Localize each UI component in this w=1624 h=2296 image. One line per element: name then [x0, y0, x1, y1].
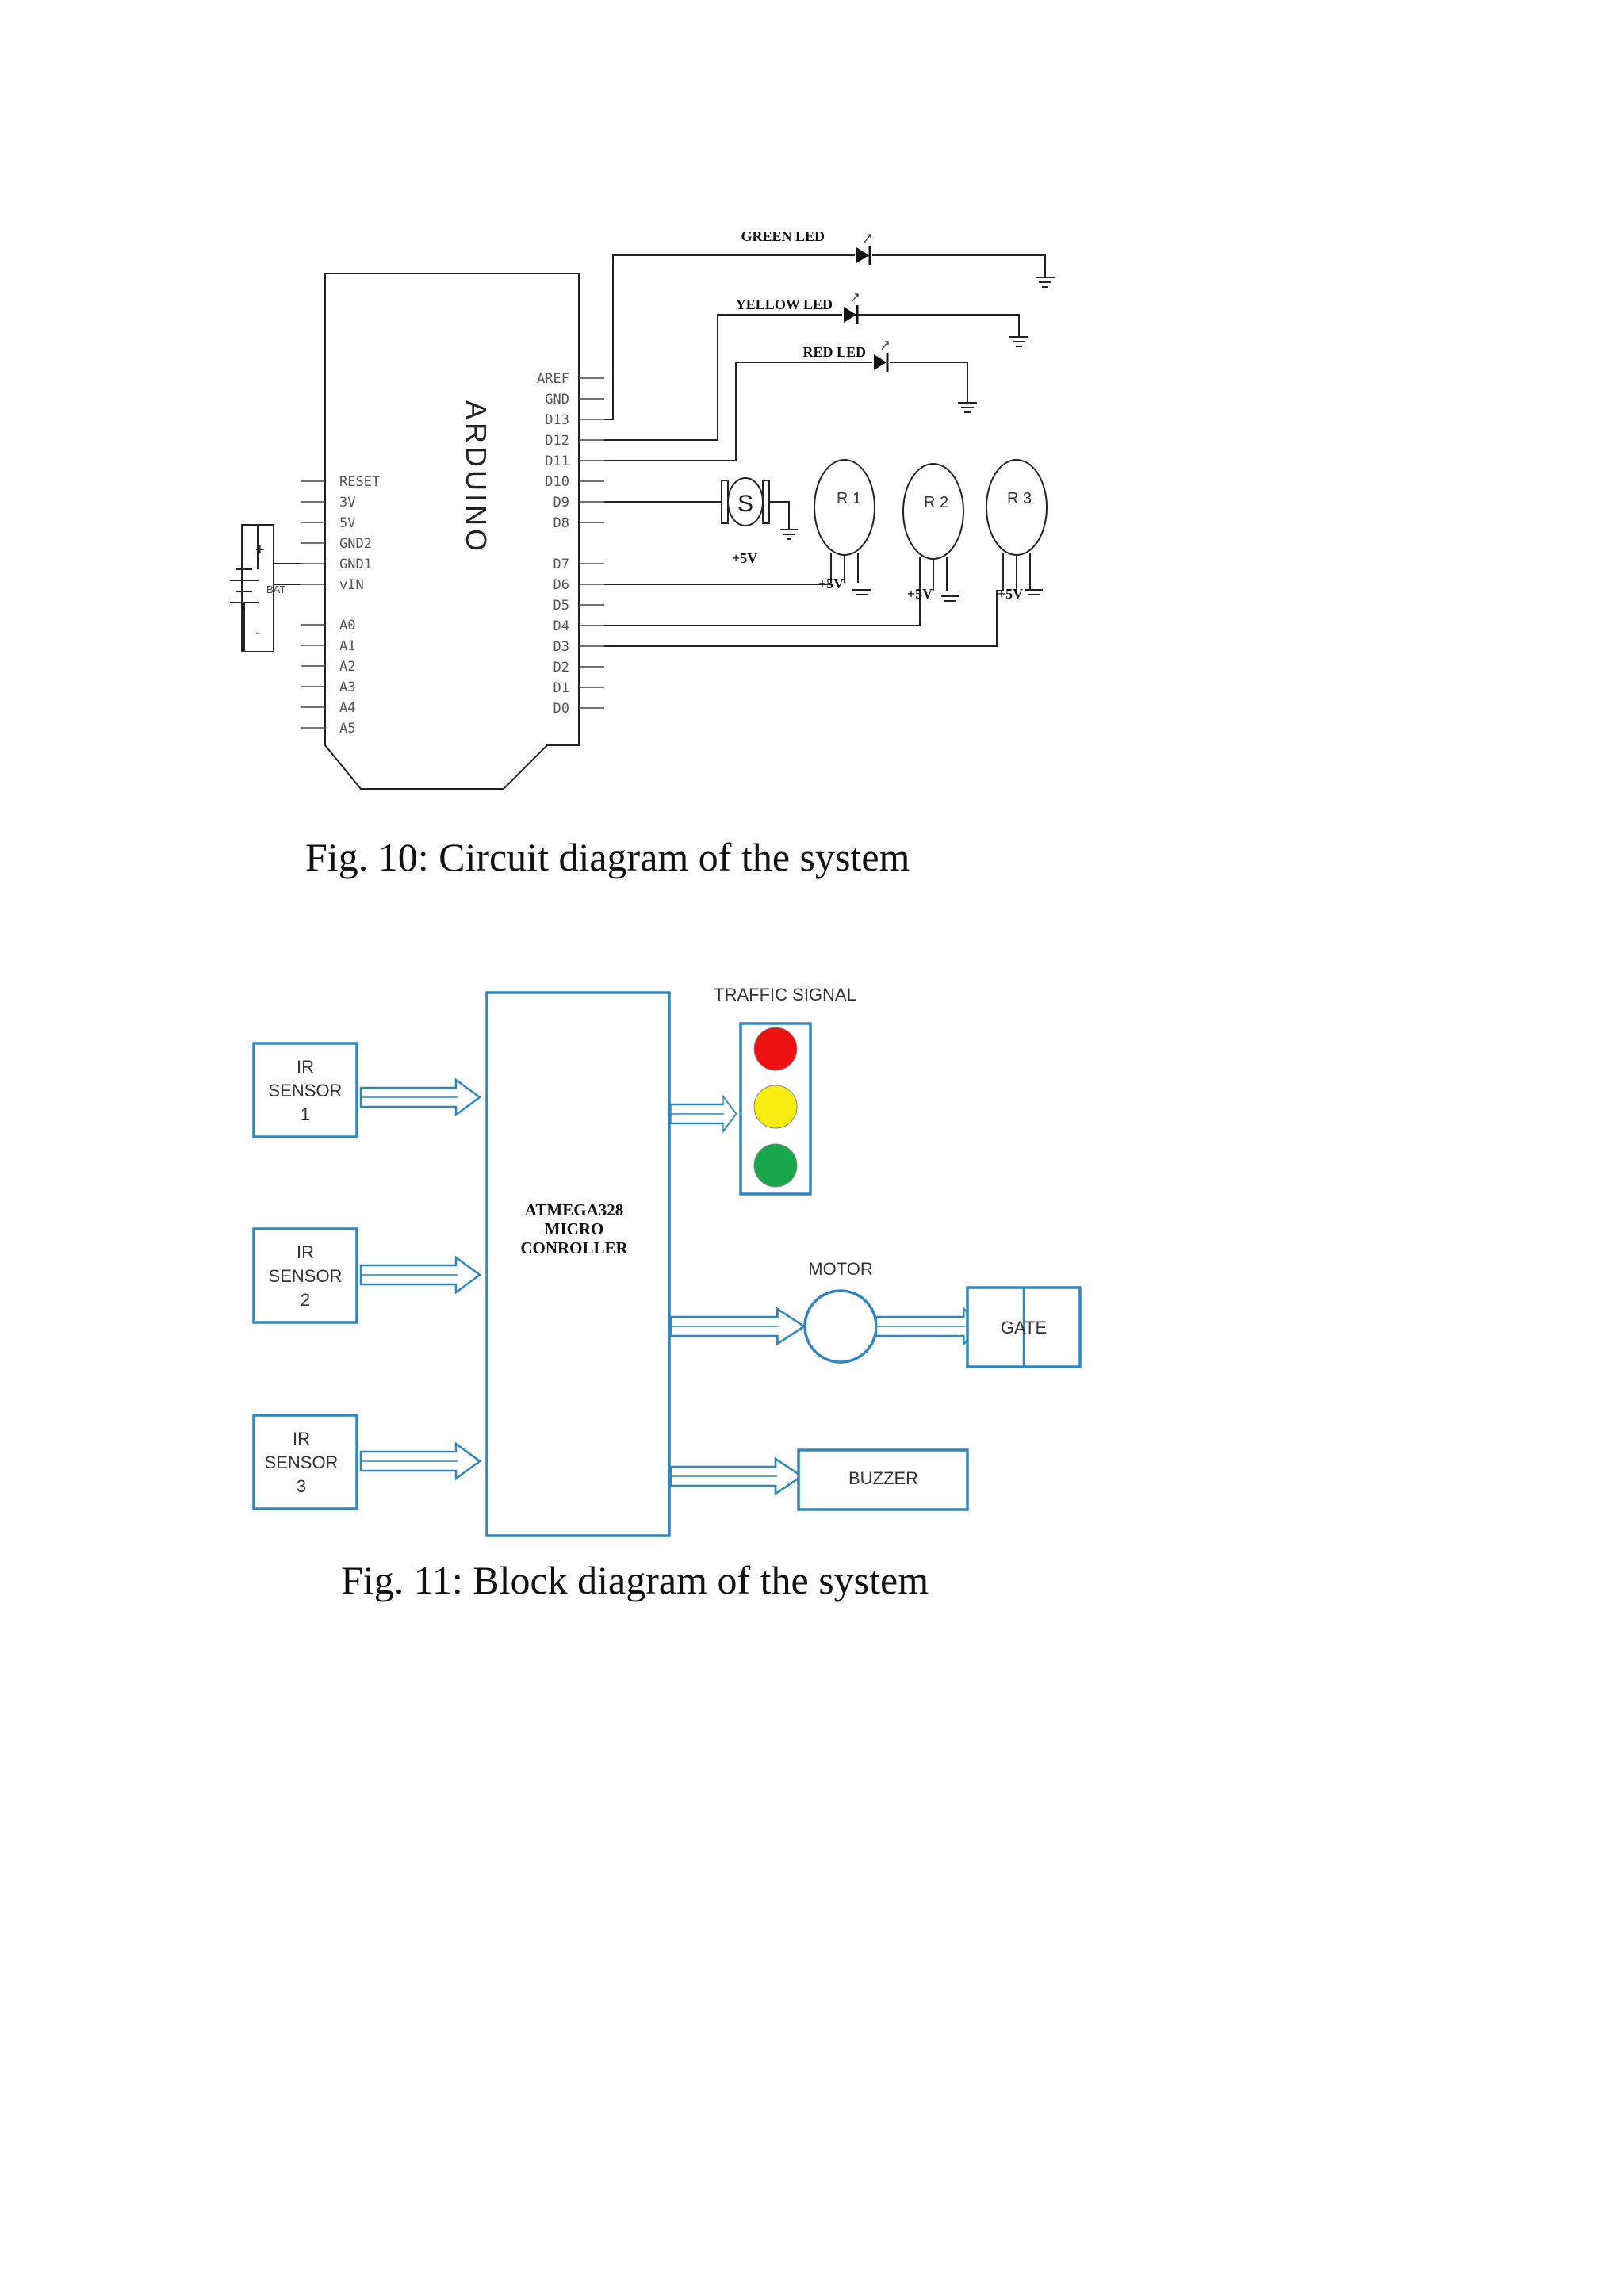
- arduino-label: ARDUINO: [460, 400, 492, 554]
- ir-sensor-1-line1: IR: [297, 1057, 314, 1077]
- pin-d7: D7: [553, 557, 569, 572]
- right-pin-header: AREF GND D13 D12 D11 D10 D9 D8 D7 D6 D5 …: [537, 371, 604, 717]
- ground-icon: [1036, 277, 1055, 288]
- ir-sensor-2-label: R 2: [924, 494, 948, 511]
- pin-vin: vIN: [339, 577, 364, 593]
- ir-sensor-2-line2: SENSOR: [269, 1266, 343, 1286]
- red-led-label: RED LED: [802, 344, 866, 360]
- arrow-mcu-to-signal: [670, 1094, 737, 1134]
- ground-icon: [1009, 336, 1028, 347]
- ir-sensor-1-label: R 1: [837, 490, 861, 507]
- circuit-diagram: ARDUINO RESET 3V 5V GND2 GND1 vIN A0 A1 …: [230, 228, 1055, 879]
- yellow-light: [753, 1085, 798, 1129]
- ir-sensor-2: R 2 +5V: [902, 463, 964, 602]
- ir-sensor-1-line2: SENSOR: [269, 1081, 343, 1100]
- pin-d1: D1: [553, 680, 569, 696]
- motor-label: MOTOR: [808, 1259, 872, 1279]
- block-diagram: IR SENSOR 1 IR SENSOR 2 IR SENSOR 3 ATME…: [252, 985, 1082, 1602]
- pin-gnd2: GND2: [339, 536, 372, 552]
- ir-sensor-3-line3: 3: [297, 1476, 306, 1496]
- red-led: RED LED: [802, 341, 889, 372]
- arrow-sensor1-to-mcu: [359, 1078, 481, 1116]
- pin-a1: A1: [339, 638, 355, 654]
- traffic-signal: [739, 1022, 812, 1196]
- green-led: GREEN LED: [741, 228, 871, 265]
- fig11-caption: Fig. 11: Block diagram of the system: [341, 1558, 929, 1602]
- ir-sensor-block-3: IR SENSOR 3: [252, 1414, 358, 1510]
- traffic-signal-label: TRAFFIC SIGNAL: [714, 985, 856, 1004]
- led-wiring: [604, 254, 1046, 461]
- buzzer-label: BUZZER: [848, 1468, 918, 1488]
- microcontroller-block: ATMEGA328 MICRO CONROLLER: [485, 991, 671, 1537]
- pin-d10: D10: [545, 474, 569, 490]
- pin-d3: D3: [553, 639, 569, 655]
- gate-block: GATE: [966, 1286, 1082, 1368]
- pin-a5: A5: [339, 721, 355, 737]
- mcu-line3: CONROLLER: [520, 1238, 628, 1257]
- ir-sensor-3-line2: SENSOR: [265, 1452, 339, 1472]
- pin-a0: A0: [339, 618, 355, 633]
- pin-d2: D2: [553, 660, 569, 675]
- pin-d0: D0: [553, 701, 569, 717]
- arrow-sensor3-to-mcu: [359, 1442, 481, 1480]
- pin-d11: D11: [545, 453, 569, 469]
- pin-d6: D6: [553, 577, 569, 593]
- ir-sensor-3-voltage: +5V: [998, 586, 1023, 602]
- ir-sensor-2-line3: 2: [301, 1290, 310, 1310]
- gate-label: GATE: [1001, 1318, 1047, 1337]
- pin-d9: D9: [553, 495, 569, 511]
- pin-a2: A2: [339, 659, 355, 675]
- sensor-wiring: [604, 584, 1003, 647]
- battery-plus: +: [255, 541, 265, 559]
- servo-motor: S +5V: [604, 477, 798, 566]
- green-led-label: GREEN LED: [741, 228, 825, 244]
- ir-sensor-1-line3: 1: [301, 1104, 310, 1124]
- ir-sensor-block-2: IR SENSOR 2: [252, 1227, 358, 1324]
- pin-3v: 3V: [339, 495, 355, 511]
- left-pin-header: RESET 3V 5V GND2 GND1 vIN A0 A1 A2 A3 A4…: [301, 474, 380, 737]
- fig10-caption: Fig. 10: Circuit diagram of the system: [305, 835, 910, 879]
- motor-block: [803, 1289, 878, 1364]
- ground-icon: [958, 402, 977, 413]
- pin-gnd1: GND1: [339, 557, 372, 572]
- pin-a4: A4: [339, 700, 355, 716]
- pin-reset: RESET: [339, 474, 380, 490]
- arrow-mcu-to-buzzer: [669, 1456, 804, 1496]
- green-light: [753, 1143, 798, 1188]
- pin-5v: 5V: [339, 515, 355, 531]
- mcu-line2: MICRO: [545, 1219, 604, 1238]
- motor-symbol: S: [737, 491, 753, 517]
- ir-sensor-3-label: R 3: [1007, 490, 1032, 507]
- red-light: [753, 1027, 798, 1071]
- arrow-sensor2-to-mcu: [359, 1256, 481, 1294]
- buzzer-block: BUZZER: [797, 1448, 969, 1511]
- pin-aref: AREF: [537, 371, 569, 387]
- pin-d4: D4: [553, 618, 569, 634]
- yellow-led-label: YELLOW LED: [736, 297, 833, 312]
- pin-d5: D5: [553, 598, 569, 614]
- ir-sensor-2-line1: IR: [297, 1242, 314, 1262]
- mcu-line1: ATMEGA328: [525, 1200, 623, 1219]
- ir-sensor-block-1: IR SENSOR 1: [252, 1042, 358, 1138]
- yellow-led: YELLOW LED: [736, 293, 859, 324]
- ir-sensor-3-line1: IR: [293, 1429, 310, 1448]
- pin-a3: A3: [339, 679, 355, 695]
- motor-voltage: +5V: [732, 550, 757, 566]
- arrow-mcu-to-motor: [669, 1307, 806, 1346]
- pin-gnd: GND: [545, 392, 569, 408]
- battery: + - BAT: [230, 524, 301, 652]
- pin-d13: D13: [545, 412, 569, 428]
- pin-d8: D8: [553, 515, 569, 531]
- ir-sensor-3: R 3 +5V: [986, 459, 1048, 602]
- battery-minus: -: [255, 624, 261, 641]
- pin-d12: D12: [545, 433, 569, 449]
- ir-sensor-1: R 1 +5V: [814, 459, 875, 595]
- battery-label: BAT: [266, 584, 285, 595]
- arduino-board: [324, 273, 580, 790]
